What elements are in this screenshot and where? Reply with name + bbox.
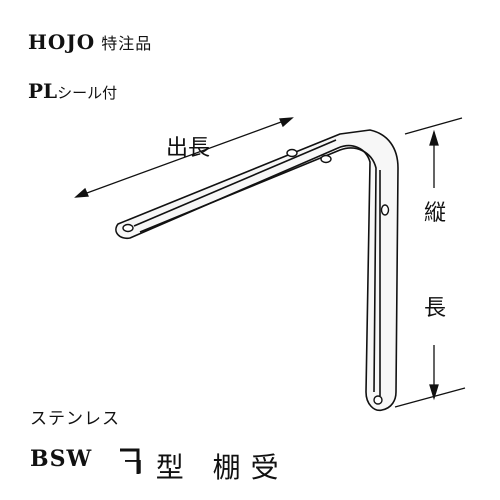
pl-seal-line: PLシール付 (28, 79, 117, 103)
brand-note: 特注品 (101, 34, 153, 53)
depth-dimension-arrow (74, 117, 294, 198)
height-label-char-1: 縦 (424, 201, 447, 226)
height-label-char-2: 長 (424, 296, 447, 321)
product-title: ㄱ型 棚受 (120, 451, 289, 484)
model-code: BSW (30, 446, 93, 472)
pl-prefix: PL (28, 79, 58, 103)
brand-line: HOJO 特注品 (28, 30, 152, 54)
height-dimension-arrow (394, 117, 466, 408)
pl-seal-text: シール付 (57, 84, 118, 102)
depth-label: 出長 (166, 136, 211, 161)
bracket-shape (115, 129, 399, 412)
l-shape-glyph (120, 448, 140, 474)
brand-name: HOJO (28, 30, 96, 54)
material-label: ステンレス (30, 409, 120, 429)
bracket-holes (122, 148, 390, 405)
